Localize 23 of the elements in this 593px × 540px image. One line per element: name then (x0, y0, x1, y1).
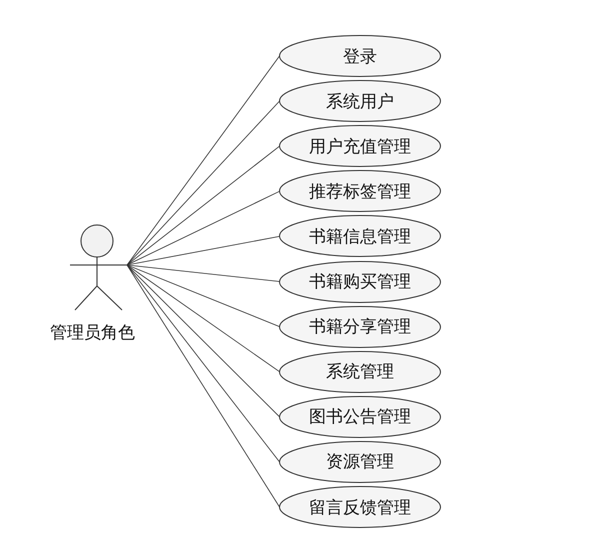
association-line (126, 264, 280, 508)
association-line (126, 264, 280, 282)
use-case-label: 资源管理 (326, 451, 394, 474)
use-case-label: 书籍购买管理 (309, 271, 411, 293)
association-line (126, 56, 280, 266)
use-case-label: 图书公告管理 (309, 406, 411, 428)
association-line (126, 264, 280, 372)
association-line (126, 190, 280, 266)
association-line (126, 146, 280, 266)
association-line (126, 264, 280, 462)
association-line (126, 236, 280, 266)
use-case-label: 留言反馈管理 (309, 496, 411, 518)
actor-name: 管理员角色 (50, 322, 135, 344)
use-case-label: 登录 (343, 46, 377, 68)
use-case-label: 书籍分享管理 (309, 316, 411, 338)
association-line (126, 264, 280, 418)
use-case-label: 系统用户 (326, 90, 394, 113)
use-case-label: 书籍信息管理 (309, 226, 411, 248)
use-case-label: 推荐标签管理 (309, 180, 411, 203)
use-case-label: 系统管理 (326, 361, 394, 384)
association-line (126, 100, 280, 266)
association-line (126, 264, 280, 327)
use-case-label: 用户充值管理 (309, 136, 411, 158)
